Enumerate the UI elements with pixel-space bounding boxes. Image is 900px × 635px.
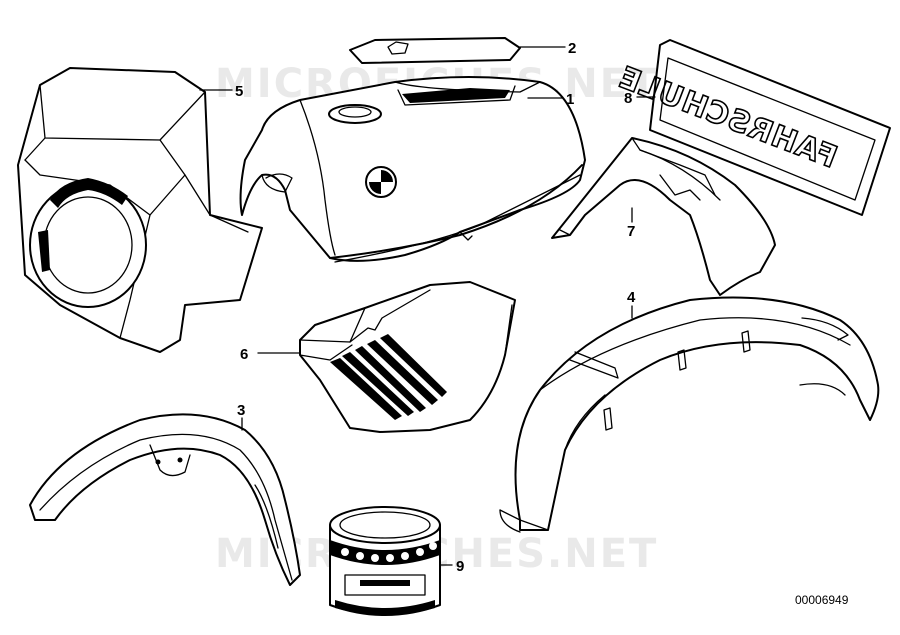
- part-5-headlight-fairing[interactable]: [17, 67, 263, 353]
- callout-3: 3: [237, 402, 245, 419]
- leader-lines: [199, 46, 656, 566]
- callout-2: 2: [568, 40, 576, 57]
- part-3-front-fender[interactable]: [29, 413, 301, 586]
- callout-8: 8: [624, 90, 632, 107]
- part-7-rear-fender-section[interactable]: [551, 137, 776, 296]
- callout-5: 5: [235, 83, 243, 100]
- part-9-paint-can[interactable]: [329, 506, 441, 616]
- diagram-id: 00006949: [795, 593, 849, 607]
- callout-6: 6: [240, 346, 248, 363]
- part-2-cap-plate[interactable]: [349, 37, 521, 64]
- part-8-license-plate[interactable]: FAHRSCHULE: [613, 39, 891, 216]
- callout-1: 1: [566, 91, 574, 108]
- callout-9: 9: [456, 558, 464, 575]
- part-6-side-cover[interactable]: [299, 281, 516, 433]
- callout-7: 7: [627, 223, 635, 240]
- callout-4: 4: [627, 289, 636, 306]
- part-1-fuel-tank[interactable]: [239, 76, 586, 263]
- part-4-rear-fender[interactable]: [499, 296, 880, 533]
